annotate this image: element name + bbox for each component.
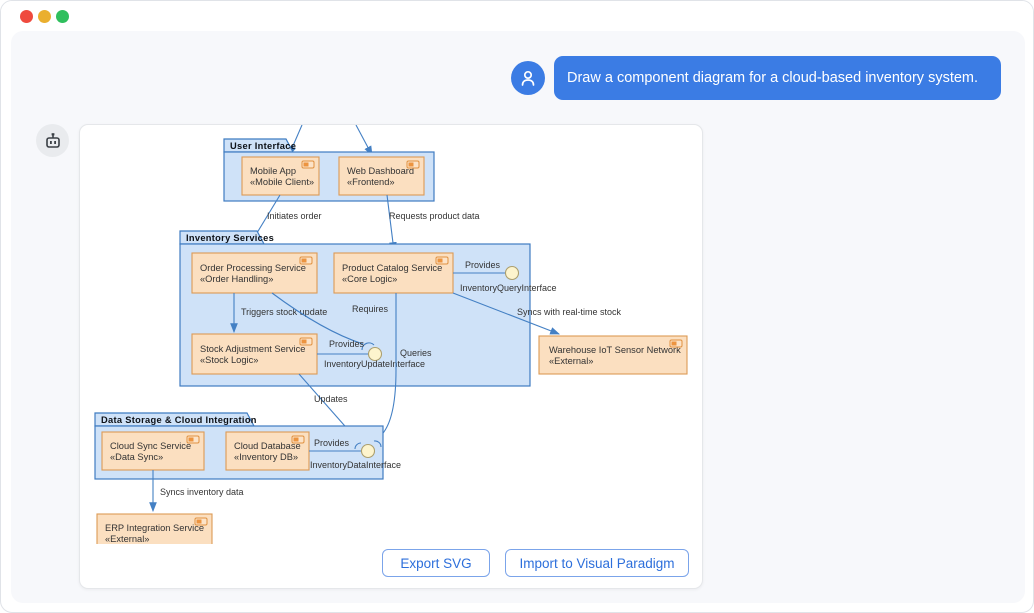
import-to-visual-paradigm-button[interactable]: Import to Visual Paradigm — [505, 549, 689, 577]
interface-name: InventoryUpdateInterface — [324, 359, 425, 369]
component-stereotype: «External» — [549, 356, 593, 366]
interface-lollipop — [367, 346, 383, 362]
component-icon — [406, 160, 420, 169]
package-data-storage-cloud-integration: Data Storage & Cloud Integration Cloud S… — [94, 412, 384, 480]
app-content: Draw a component diagram for a cloud-bas… — [11, 31, 1025, 603]
user-message-bubble: Draw a component diagram for a cloud-bas… — [554, 56, 1001, 100]
component-name: Product Catalog Service — [342, 263, 442, 273]
package-title: Data Storage & Cloud Integration — [101, 415, 257, 425]
component-cloud-sync-service: Cloud Sync Service «Data Sync» — [101, 431, 205, 471]
component-cloud-database: Cloud Database «Inventory DB» — [225, 431, 310, 471]
component-icon — [291, 435, 305, 444]
export-svg-button[interactable]: Export SVG — [382, 549, 490, 577]
component-name: Order Processing Service — [200, 263, 306, 273]
component-stereotype: «Core Logic» — [342, 274, 397, 284]
edge-requests-product-data — [386, 194, 397, 253]
edge-label: Requests product data — [389, 211, 480, 221]
component-name: Cloud Sync Service — [110, 441, 191, 451]
component-mobile-app: Mobile App «Mobile Client» — [241, 156, 320, 196]
edge-label: Requires — [352, 304, 389, 314]
component-web-dashboard: Web Dashboard «Frontend» — [338, 156, 425, 196]
minimize-window-button[interactable] — [38, 10, 51, 23]
diagram-card: User Interface Mobile App «Mobile Client… — [79, 124, 703, 589]
component-stereotype: «Data Sync» — [110, 452, 163, 462]
component-icon — [299, 256, 313, 265]
component-icon — [194, 517, 208, 526]
component-name: Cloud Database — [234, 441, 301, 451]
requires-socket — [361, 342, 375, 351]
component-diagram: User Interface Mobile App «Mobile Client… — [94, 125, 688, 544]
component-stereotype: «Mobile Client» — [250, 177, 314, 187]
person-icon — [521, 70, 535, 86]
queries-socket — [373, 440, 382, 448]
interface-name: InventoryDataInterface — [310, 460, 401, 470]
edge-label: Syncs with real-time stock — [517, 307, 622, 317]
component-icon — [186, 435, 200, 444]
component-stock-adjustment-service: Stock Adjustment Service «Stock Logic» — [191, 333, 318, 375]
component-warehouse-iot-sensor-network: Warehouse IoT Sensor Network «External» — [538, 335, 688, 375]
updates-socket — [354, 442, 362, 450]
window-titlebar — [1, 1, 1033, 31]
user-avatar — [511, 61, 545, 95]
component-icon — [669, 339, 683, 348]
component-erp-integration-service: ERP Integration Service «External» — [96, 513, 213, 544]
component-icon — [299, 337, 313, 346]
component-stereotype: «External» — [105, 534, 149, 544]
package-user-interface: User Interface Mobile App «Mobile Client… — [223, 138, 435, 202]
component-name: Stock Adjustment Service — [200, 344, 305, 354]
edge-label: Syncs inventory data — [160, 487, 244, 497]
fullscreen-window-button[interactable] — [56, 10, 69, 23]
component-stereotype: «Stock Logic» — [200, 355, 258, 365]
package-title: Inventory Services — [186, 233, 274, 243]
component-icon — [435, 256, 449, 265]
component-stereotype: «Order Handling» — [200, 274, 273, 284]
component-name: Mobile App — [250, 166, 296, 176]
robot-icon — [45, 132, 60, 148]
edge-into-web-dashboard — [355, 125, 373, 156]
bot-avatar — [36, 124, 69, 157]
component-stereotype: «Frontend» — [347, 177, 395, 187]
edge-requires — [271, 292, 364, 345]
interface-lollipop — [504, 265, 520, 281]
close-window-button[interactable] — [20, 10, 33, 23]
component-name: Warehouse IoT Sensor Network — [549, 345, 681, 355]
edge-syncs-realtime — [452, 292, 561, 335]
package-title: User Interface — [230, 141, 296, 151]
edge-label: Provides — [329, 339, 365, 349]
component-name: Web Dashboard — [347, 166, 414, 176]
interface-name: InventoryQueryInterface — [460, 283, 557, 293]
component-stereotype: «Inventory DB» — [234, 452, 298, 462]
component-icon — [301, 160, 315, 169]
edge-label: Triggers stock update — [241, 307, 327, 317]
edge-label: Initiates order — [267, 211, 322, 221]
component-product-catalog-service: Product Catalog Service «Core Logic» — [333, 252, 454, 294]
interface-lollipop — [360, 443, 376, 459]
component-name: ERP Integration Service — [105, 523, 204, 533]
edge-label: Queries — [400, 348, 432, 358]
package-inventory-services: Inventory Services Order Processing Serv… — [179, 230, 531, 387]
edge-label: Provides — [314, 438, 350, 448]
edge-label: Updates — [314, 394, 348, 404]
component-order-processing-service: Order Processing Service «Order Handling… — [191, 252, 318, 294]
edge-label: Provides — [465, 260, 501, 270]
